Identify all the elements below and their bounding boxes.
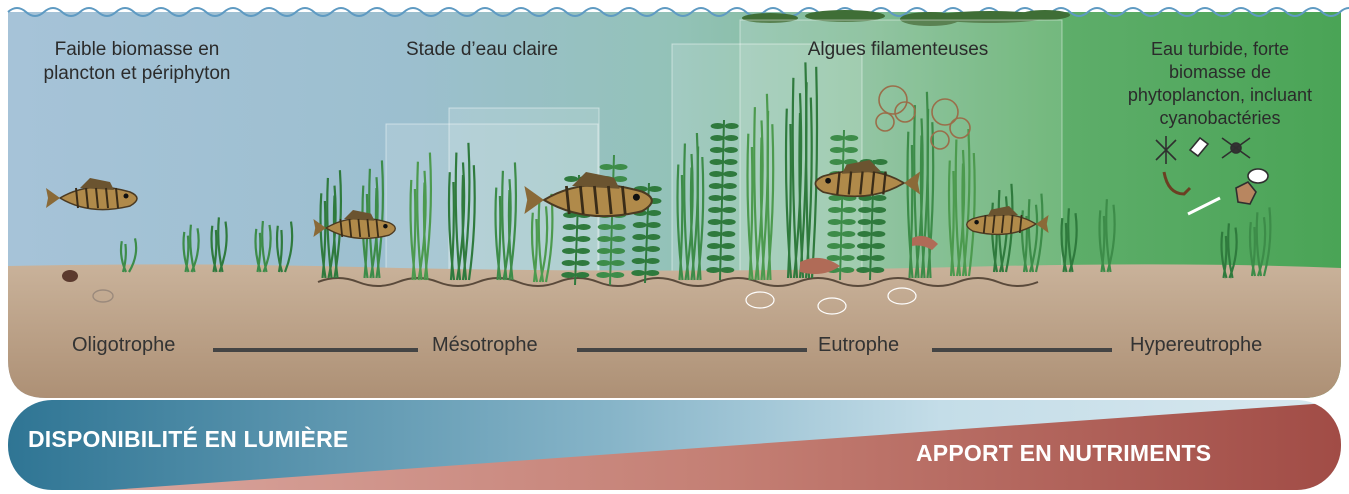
zone-label-clear-water: Stade d’eau claire (372, 38, 592, 62)
zone-label-line: Eau turbide, forte (1100, 38, 1340, 61)
stage-label-eutrophe: Eutrophe (818, 333, 899, 357)
zone-label-line: plancton et périphyton (12, 62, 262, 86)
zone-label-line: Stade d’eau claire (372, 38, 592, 62)
zone-label-turbid: Eau turbide, forte biomasse de phytoplan… (1100, 38, 1340, 130)
snail-icon (62, 270, 78, 282)
zone-label-filamentous: Algues filamenteuses (768, 38, 1028, 62)
zone-label-line: Algues filamenteuses (768, 38, 1028, 62)
light-availability-label: DISPONIBILITÉ EN LUMIÈRE (28, 426, 348, 453)
stage-label-oligotrophe: Oligotrophe (72, 333, 175, 357)
zone-label-line: Faible biomasse en (12, 38, 262, 62)
lake-sediment (8, 264, 1341, 398)
zone-label-oligotrophic: Faible biomasse en plancton et périphyto… (12, 38, 262, 86)
stage-label-hypereutrophe: Hypereutrophe (1130, 333, 1262, 357)
stage-label-mesotrophe: Mésotrophe (432, 333, 538, 357)
nutrient-input-label: APPORT EN NUTRIMENTS (916, 440, 1211, 467)
zone-label-line: phytoplancton, incluant (1100, 84, 1340, 107)
zone-label-line: cyanobactéries (1100, 107, 1340, 130)
zone-label-line: biomasse de (1100, 61, 1340, 84)
colony-plankton-icon (1248, 169, 1268, 183)
